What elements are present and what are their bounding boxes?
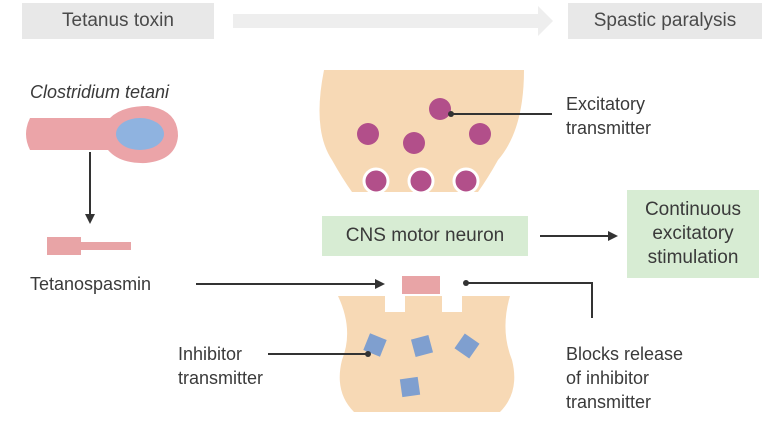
excitatory-line-2: transmitter xyxy=(566,118,652,138)
toxin-label: Tetanospasmin xyxy=(30,274,152,294)
tetanospasmin-molecule-icon xyxy=(47,237,131,255)
excitatory-vesicles xyxy=(357,98,491,195)
continuous-line-2: excitatory xyxy=(652,223,734,244)
bacterium-label: Clostridium tetani xyxy=(30,82,170,102)
clostridium-bacterium-icon xyxy=(26,106,178,164)
blocks-line-3: transmitter xyxy=(566,392,652,412)
inhibitor-line-1: Inhibitor xyxy=(178,344,243,364)
inhibitor-line-2: transmitter xyxy=(178,368,264,388)
blocks-release-connector xyxy=(466,282,593,318)
header-right-text: Spastic paralysis xyxy=(593,10,737,31)
cns-motor-neuron-box: CNS motor neuron xyxy=(322,216,528,256)
inhibitor-label: Inhibitor transmitter xyxy=(178,342,263,390)
excitatory-line-1: Excitatory xyxy=(566,94,646,114)
header-spastic-paralysis: Spastic paralysis xyxy=(568,3,762,39)
continuous-line-1: Continuous xyxy=(644,199,742,220)
toxin-at-synapse xyxy=(402,276,440,294)
presynaptic-terminal xyxy=(319,70,524,192)
inhibitor-vesicles xyxy=(363,333,480,398)
header-tetanus-toxin: Tetanus toxin xyxy=(22,3,214,39)
excitatory-label: Excitatory transmitter xyxy=(566,92,651,140)
blocks-line-2: of inhibitor xyxy=(566,368,650,388)
continuous-stimulation-box: Continuous excitatory stimulation xyxy=(627,190,759,278)
continuous-line-3: stimulation xyxy=(647,247,739,268)
blocks-line-1: Blocks release xyxy=(566,344,684,364)
blocks-release-label: Blocks release of inhibitor transmitter xyxy=(566,342,683,414)
cns-motor-neuron-text: CNS motor neuron xyxy=(345,225,505,246)
header-left-text: Tetanus toxin xyxy=(62,10,174,31)
header-progression-arrow xyxy=(233,6,553,36)
